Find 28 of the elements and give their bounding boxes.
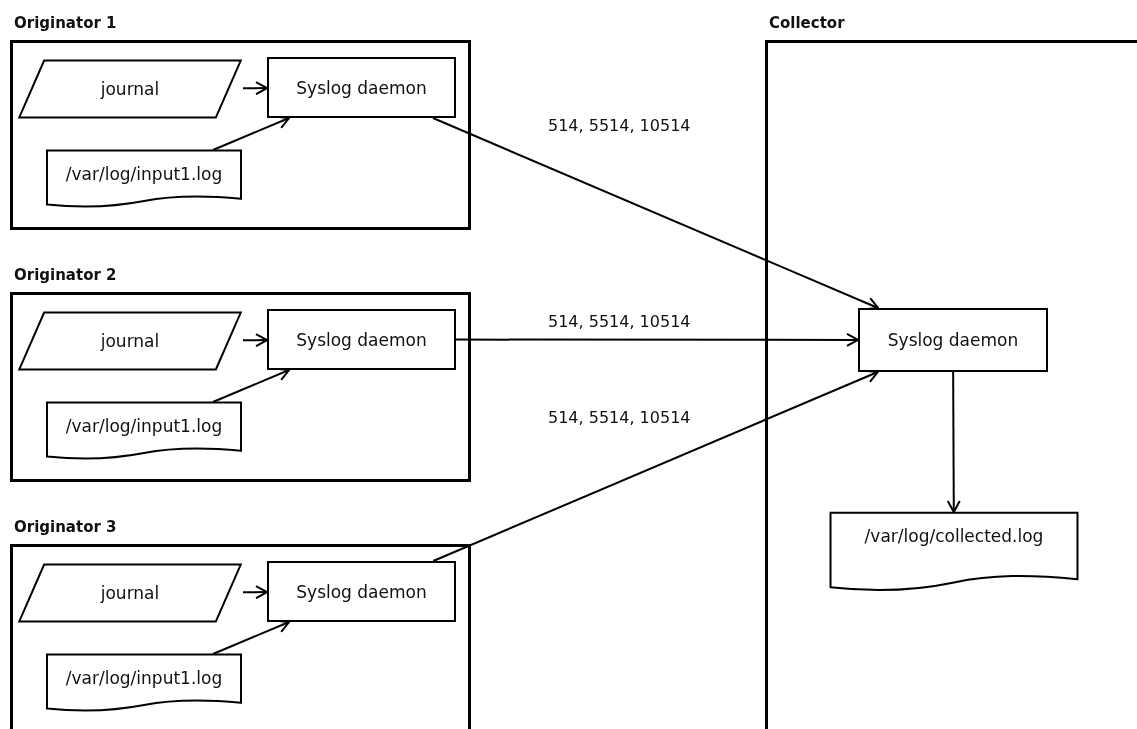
group-title: Originator 1 xyxy=(14,14,117,32)
group-title: Originator 3 xyxy=(14,518,117,536)
process-label: Syslog daemon xyxy=(887,330,1019,350)
edge-label: 514, 5514, 10514 xyxy=(546,312,693,331)
arrow xyxy=(242,81,268,96)
process-box xyxy=(267,561,456,622)
process-box xyxy=(858,308,1048,372)
arrow xyxy=(242,333,268,348)
input-label: journal xyxy=(100,79,160,99)
document-label: /var/log/input1.log xyxy=(65,416,223,436)
process-box xyxy=(267,57,456,118)
document-label: /var/log/input1.log xyxy=(65,164,223,184)
group-title: Collector xyxy=(769,14,845,32)
process-label: Syslog daemon xyxy=(296,77,427,98)
document-label: /var/log/input1.log xyxy=(65,668,223,688)
edge-label: 514, 5514, 10514 xyxy=(546,116,693,135)
arrow xyxy=(946,371,961,513)
arrow xyxy=(455,332,859,347)
document-label: /var/log/collected.log xyxy=(864,526,1044,546)
process-label: Syslog daemon xyxy=(296,581,427,602)
edge-label: 514, 5514, 10514 xyxy=(546,408,693,427)
input-label: journal xyxy=(100,583,160,603)
group-title: Originator 2 xyxy=(14,266,117,284)
arrow xyxy=(242,585,268,600)
process-box xyxy=(267,309,456,370)
input-label: journal xyxy=(100,331,160,351)
arrow xyxy=(431,117,880,311)
process-label: Syslog daemon xyxy=(296,329,427,350)
